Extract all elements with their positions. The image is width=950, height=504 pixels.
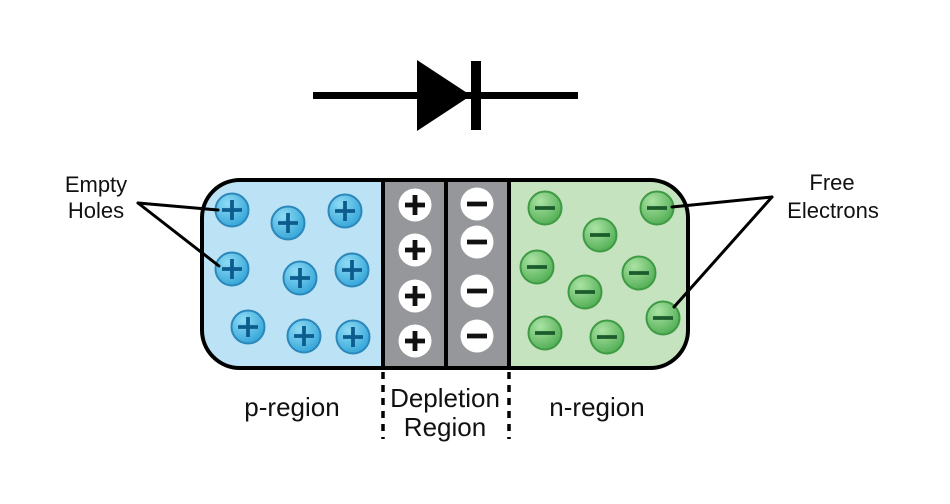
depletion-region-label-line1: Depletion (390, 383, 500, 413)
free-electrons-label-line1: Free (809, 170, 854, 195)
free-electrons-pointer-line-top (670, 195, 774, 209)
empty-holes-pointer-lines (136, 201, 221, 268)
empty-holes-label-line2: Holes (68, 198, 124, 223)
free-electrons-pointer-lines (670, 195, 774, 309)
empty-holes-pointer-line-top (136, 201, 220, 212)
diagram-labels: Empty Holes Free Electrons p-region Depl… (65, 170, 879, 442)
empty-holes-label-line1: Empty (65, 172, 127, 197)
diode-anode-triangle-icon (417, 60, 471, 131)
n-region-label: n-region (549, 392, 644, 422)
diode-cathode-bar-icon (471, 61, 481, 130)
empty-holes-pointer-line-bottom (136, 201, 221, 268)
depletion-positive-ions-group (398, 188, 432, 358)
depletion-negative-ions-group (460, 187, 494, 353)
p-region-label: p-region (244, 392, 339, 422)
free-electrons-pointer-line-bottom (672, 195, 774, 309)
depletion-region-label-line2: Region (404, 412, 486, 442)
junction-box-border (200, 178, 690, 370)
free-electrons-label-line2: Electrons (787, 198, 879, 223)
diode-symbol (313, 60, 578, 131)
holes-group (214, 192, 371, 355)
